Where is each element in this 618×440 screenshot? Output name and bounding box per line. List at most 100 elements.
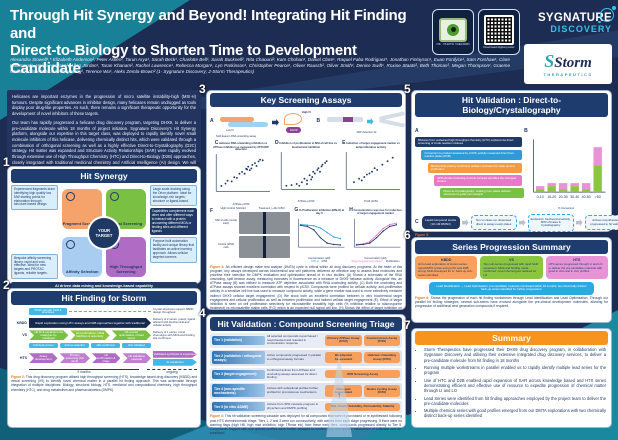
plot-g-curves — [297, 218, 345, 248]
panel-number-3: 3 — [199, 82, 206, 96]
hts-segment-3: Hit confirmation & triage — [92, 353, 121, 363]
tier-2-assay-1: Biophysical Assessment — [325, 351, 362, 364]
plot-h-curves — [353, 218, 401, 248]
plot-e-xlabel: Prolif pIC50 — [364, 200, 378, 204]
summary-bullet-5: Multiple chemical series with good profi… — [424, 408, 606, 419]
timeline-axis: 9 months ongoing — [29, 368, 197, 374]
tier-1-assay-2: Counterscreen Assay (IC50) — [363, 334, 401, 347]
gel-col2-label: Treatment (~10x IC50) — [258, 206, 285, 210]
unwound-strand-bottom — [378, 118, 405, 128]
gel-image-msih — [239, 211, 290, 234]
panel-number-5: 5 — [404, 82, 411, 96]
hts-label: HTS — [19, 356, 27, 361]
plot-h-legend: Target Engagement Marker Proliferation — [349, 260, 402, 263]
workflow-arrow-3 — [575, 219, 583, 227]
rna-strand-blue — [228, 122, 268, 127]
molecule-icon — [598, 6, 616, 23]
figure-6-caption: Figure 6: Shows the progression of each … — [415, 296, 609, 309]
cascade-step-5: Direct-to-Crystallography: soaking from … — [440, 188, 524, 199]
schematic-b: B ADP detection kit — [317, 109, 405, 139]
gel-image-mss — [239, 235, 290, 258]
photo-badge: OK · PHOTO / RECORD — [432, 9, 474, 55]
series-vs-text: Two sub-series progressed with rapid SAR… — [483, 262, 538, 277]
affinity-icon — [66, 239, 76, 249]
dhx9-enzyme-pill: DHX9 — [286, 127, 302, 133]
hts-extra-arrows: Validated synthesis & expansion AI expan… — [153, 351, 197, 366]
legend-proliferation: Proliferation — [385, 260, 400, 264]
tier-1-desc: All selected compounds repurchased / res… — [266, 334, 318, 346]
series-combined-box: Lead Identification → Lead Optimisation:… — [429, 282, 594, 295]
label-a-d2b: A — [415, 128, 419, 134]
photo-badge-label: OK · PHOTO / RECORD — [436, 41, 470, 46]
panel-hit-synergy: Hit Synergy Experienced fragments team i… — [7, 166, 201, 303]
series-kbdd-text: Hit to lead exploration of known series;… — [418, 262, 473, 277]
svg-text:0-10: 0-10 — [537, 195, 544, 199]
synergy-note-complement: Capabilities complement each other and o… — [149, 208, 198, 236]
figure-2-caption: Figure 2: This drug discovery program ut… — [11, 375, 197, 392]
synergy-right-column: Large-scale docking using the Orion plat… — [149, 185, 198, 279]
synergy-note-fragments: Experienced fragments team identifying h… — [11, 185, 59, 211]
panel-number-7: 7 — [404, 318, 411, 332]
summary-bullet-list: Storm Therapeutics have progressed their… — [419, 347, 606, 419]
summary-bullet-3: Use of HTC and D2B enabled rapid expansi… — [424, 378, 606, 394]
vs-note: Delivery of 1 series: novel chemotype wi… — [152, 329, 195, 340]
tier-3-label: Tier 3 (target engagement) — [212, 369, 265, 379]
svg-text:40-50: 40-50 — [582, 195, 591, 199]
abstract-box: Helicases are important enzymes in the p… — [7, 90, 201, 176]
workflow-step-1: Liquid compound stocks (10 mM DMSO) — [421, 216, 460, 229]
schematic-a: A Low FI High FI DHX9 Split beacon RNA u… — [210, 109, 313, 139]
d2b-cascade: A Mixtures from uncleaned high throughpu… — [415, 119, 524, 210]
hit-synergy-header: Hit Synergy — [11, 169, 197, 183]
plot-c-title: Helicase RNA unwinding inhibition vs ATP… — [213, 142, 269, 152]
hit-finding-header: Hit Finding for Storm — [11, 291, 197, 305]
panel-triage: Hit Validation : Compound Screening Tria… — [206, 314, 406, 437]
camera-icon — [439, 17, 467, 42]
kbdd-label: KBDD — [16, 320, 27, 325]
title-line-2: Direct-to-Biology to Shorten Time to Dev… — [10, 42, 357, 78]
hit-synergy-body: Experienced fragments team identifying h… — [11, 185, 198, 279]
tier-5-label: Tier 5 (in vitro ADME) — [212, 402, 265, 412]
triage-funnel: ↑ — [326, 353, 353, 437]
tier-3-desc: Confirmed actives from ATPase and unwind… — [266, 368, 317, 379]
label-b-d2b: B — [524, 128, 528, 134]
gel-row1-label: MSI-H cells (nuclei stain) — [215, 218, 237, 225]
panel-summary: Summary Storm Therapeutics have progress… — [411, 328, 612, 428]
series-boxes-row: KBDD Hit to lead exploration of known se… — [415, 256, 608, 280]
plot-g-legend: MSI-H MSS — [293, 260, 346, 263]
figure-4-caption: Figure 4: This hit validation screening … — [210, 414, 403, 435]
plot-g-title: % Proliferation inhibition (MSI-H) at da… — [299, 208, 345, 216]
plot-d-xlabel: ATPase pIC50 — [297, 200, 315, 204]
vs-row: VS Hit ID & expansion via analogue-by-ca… — [11, 330, 197, 340]
panel-d2b: Hit Validation : Direct-to-Biology/Cryst… — [411, 90, 618, 266]
cascade-step-4: SPR off-rate screening of crude samples … — [434, 175, 522, 186]
hts-extra-arrow-2: AI expansion — [153, 359, 197, 366]
title-line-1: Through Hit Synergy and Beyond! Integrat… — [10, 7, 407, 42]
tier-3-assay-1: SPR Screening Assay — [325, 370, 400, 379]
hts-segment-2: Primary screening (full deck) — [60, 353, 90, 363]
svg-text:30-40: 30-40 — [570, 195, 579, 199]
workflow-step-2: No rxn clean-up: dispensed direct to ass… — [470, 215, 517, 230]
label-c-d2b: C — [415, 218, 419, 225]
synergy-left-column: Experienced fragments team identifying h… — [11, 185, 59, 279]
tier-4-assay-2: Redox cycling Assay (IC50) — [363, 385, 401, 397]
panel-hit-finding: Hit Finding for Storm Public domain SAR … — [7, 288, 201, 428]
workflow-arrow-1 — [461, 219, 469, 227]
panel-number-2: 2 — [3, 278, 10, 292]
dashed-arrow-note: Crystal structures support SBDD design t… — [153, 307, 194, 315]
bar-chart-xlabel: % Conversion — [557, 206, 575, 210]
synergy-note-docking: Large-scale docking using the Orion plat… — [149, 185, 198, 207]
hts-chip-4: Hits validated — [122, 343, 151, 349]
cascade-step-1: Mixtures from uncleaned high throughput … — [415, 137, 522, 148]
poster-title: Through Hit Synergy and Beyond! Integrat… — [10, 7, 430, 78]
panel-key-assays: Key Screening Assays A Low FI High FI DH… — [206, 90, 406, 314]
hts-extra-arrow-1: Validated synthesis & expansion — [153, 351, 197, 356]
plot-h-title: Concentration response for induction of … — [353, 208, 402, 216]
vs-label: VS — [22, 333, 27, 338]
qr-badge: Download digital poster — [478, 9, 520, 55]
timeline-top-row: Public domain SAR & structures Crystal s… — [11, 307, 197, 316]
opened-loop-shape — [284, 113, 302, 125]
hts-segment-1: Assay development — [29, 353, 58, 363]
svg-text:20-30: 20-30 — [559, 195, 568, 199]
